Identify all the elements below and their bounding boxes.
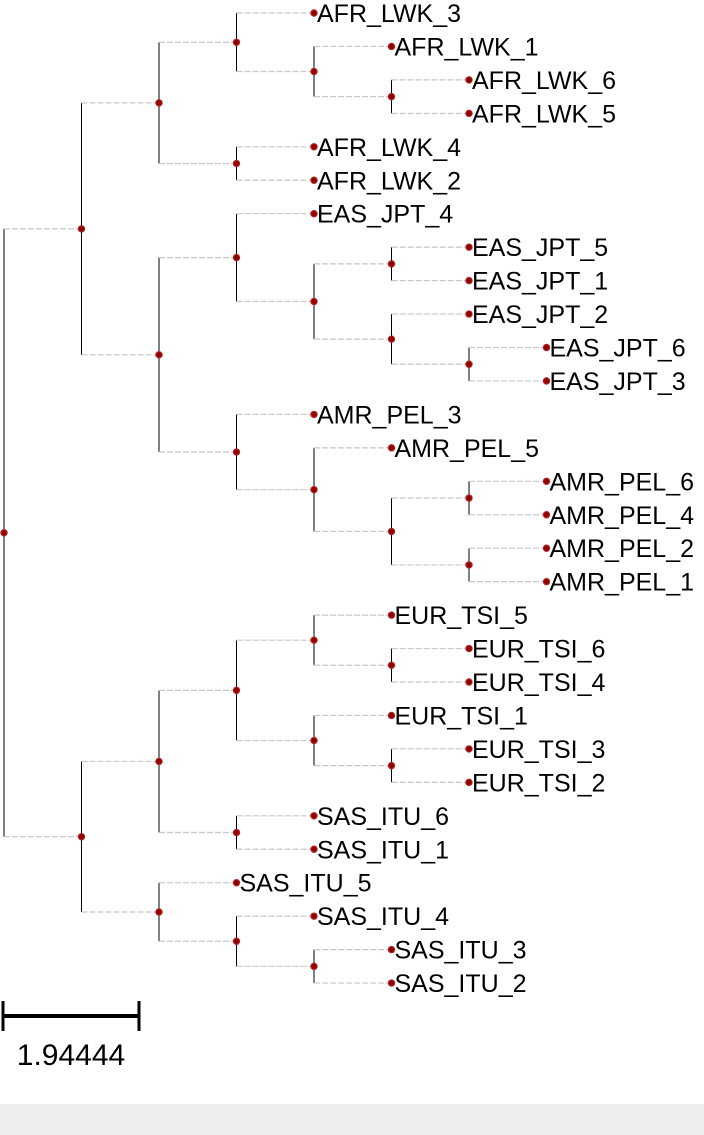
internal-node-dot (310, 67, 318, 76)
leaf-label: AMR_PEL_4 (550, 502, 695, 530)
leaf-label: SAS_ITU_4 (317, 903, 449, 931)
internal-node-dot (310, 736, 318, 745)
internal-node-dot (465, 561, 473, 569)
leaf-node-dot (465, 76, 473, 84)
leaf-label: EAS_JPT_6 (550, 335, 686, 363)
internal-node-dot (387, 761, 396, 770)
internal-node-dot (0, 529, 8, 537)
leaf-node-dot (387, 711, 396, 720)
leaf-label: SAS_ITU_6 (317, 803, 449, 831)
leaf-label: AFR_LWK_4 (317, 134, 461, 162)
leaf-node-dot (465, 678, 473, 686)
internal-node-dot (310, 297, 318, 306)
internal-node-dot (155, 757, 163, 766)
internal-node-dot (232, 937, 241, 945)
leaf-label: AMR_PEL_2 (550, 535, 695, 563)
leaf-label: EUR_TSI_1 (395, 702, 528, 730)
leaf-node-dot (310, 812, 318, 820)
internal-node-dot (232, 448, 241, 456)
internal-node-dot (77, 833, 86, 841)
internal-node-dot (465, 494, 473, 502)
leaf-label: EAS_JPT_1 (472, 268, 608, 296)
leaf-node-dot (465, 276, 473, 285)
scale-bar: 1.94444 (1, 1001, 141, 1072)
leaf-node-dot (387, 979, 396, 987)
internal-node-dot (387, 92, 396, 101)
internal-node-dot (155, 351, 163, 359)
internal-node-dot (155, 99, 163, 107)
leaf-node-dot (542, 544, 551, 552)
leaf-label: EUR_TSI_5 (395, 602, 528, 630)
leaf-label: AFR_LWK_1 (395, 33, 539, 61)
leaf-node-dot (465, 745, 473, 753)
internal-node-dot (387, 527, 396, 536)
leaf-label: AMR_PEL_1 (550, 569, 695, 597)
leaf-label: AFR_LWK_5 (472, 100, 616, 128)
leaf-label: EAS_JPT_2 (472, 301, 608, 329)
leaf-node-dot (310, 845, 318, 853)
leaf-node-dot (465, 644, 473, 653)
leaf-node-dot (310, 143, 318, 151)
leaf-label: EAS_JPT_3 (550, 368, 686, 396)
internal-node-dot (77, 225, 86, 233)
leaf-label: AMR_PEL_5 (395, 435, 540, 463)
leaf-label: EAS_JPT_5 (472, 234, 608, 262)
internal-node-dot (465, 360, 473, 368)
internal-node-dot (310, 636, 318, 644)
leaf-node-dot (542, 511, 551, 519)
internal-node-dot (387, 260, 396, 268)
leaf-label: SAS_ITU_5 (240, 870, 372, 898)
leaf-node-dot (465, 243, 473, 251)
leaf-node-dot (542, 577, 551, 586)
leaf-label: SAS_ITU_3 (395, 937, 527, 965)
leaf-node-dot (310, 410, 318, 419)
leaf-node-dot (310, 9, 318, 17)
internal-node-dot (155, 908, 163, 916)
leaf-label: EAS_JPT_4 (317, 201, 453, 229)
leaf-label: EUR_TSI_2 (472, 769, 605, 797)
leaf-node-dot (310, 209, 318, 218)
leaf-node-dot (542, 377, 551, 385)
leaf-node-dot (387, 444, 396, 452)
leaf-label: AMR_PEL_6 (550, 468, 695, 496)
leaf-node-dot (387, 42, 396, 51)
internal-node-dot (232, 159, 241, 168)
bottom-strip (0, 1104, 704, 1135)
leaf-node-dot (387, 611, 396, 619)
internal-node-dot (387, 661, 396, 669)
leaf-node-dot (542, 477, 551, 485)
leaf-label: EUR_TSI_3 (472, 736, 605, 764)
leaf-label: EUR_TSI_6 (472, 636, 605, 664)
leaf-label: AMR_PEL_3 (317, 401, 462, 429)
internal-node-dot (387, 335, 396, 343)
internal-node-dot (232, 828, 241, 837)
leaf-label: EUR_TSI_4 (472, 669, 605, 697)
tree-nodes (0, 9, 551, 987)
leaf-node-dot (465, 778, 473, 787)
internal-node-dot (310, 485, 318, 494)
leaf-labels: AFR_LWK_3AFR_LWK_1AFR_LWK_6AFR_LWK_5AFR_… (240, 0, 695, 998)
internal-node-dot (232, 38, 241, 46)
leaf-node-dot (232, 879, 241, 887)
leaf-label: SAS_ITU_2 (395, 970, 527, 998)
leaf-node-dot (310, 176, 318, 184)
leaf-label: SAS_ITU_1 (317, 836, 449, 864)
leaf-label: AFR_LWK_6 (472, 67, 616, 95)
tree-branches (3, 12, 547, 984)
internal-node-dot (232, 253, 241, 262)
leaf-node-dot (310, 912, 318, 920)
leaf-label: AFR_LWK_2 (317, 167, 461, 195)
leaf-node-dot (465, 310, 473, 318)
leaf-node-dot (387, 945, 396, 954)
leaf-node-dot (542, 343, 551, 352)
leaf-label: AFR_LWK_3 (317, 0, 461, 28)
leaf-node-dot (465, 109, 473, 118)
scale-bar-label: 1.94444 (17, 1039, 125, 1072)
internal-node-dot (232, 686, 241, 695)
internal-node-dot (310, 962, 318, 971)
